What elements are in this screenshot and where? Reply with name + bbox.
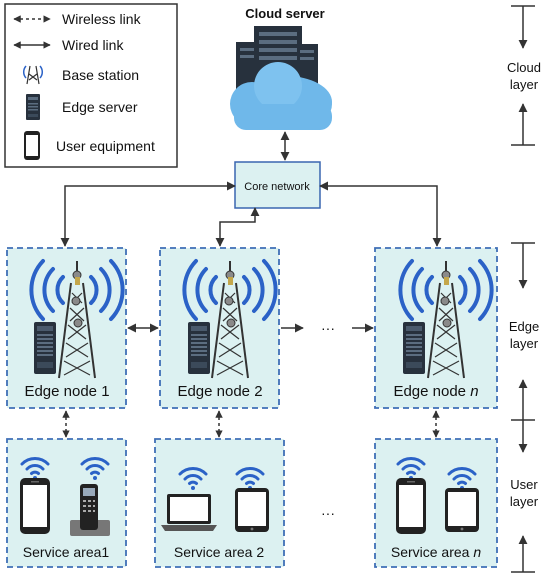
service-area-label-text: Service area 2 xyxy=(174,544,264,560)
service-area-2: Service area 2 xyxy=(154,438,285,568)
edge-node-label: Edge node n xyxy=(393,383,478,400)
core-network: Core network xyxy=(234,161,321,209)
edge-node-label-n: n xyxy=(470,383,478,400)
legend-base-station-label: Base station xyxy=(62,67,139,83)
edge-ellipsis: ··· xyxy=(321,320,335,336)
service-area-n: Service area n xyxy=(374,438,498,568)
edge-node-label: Edge node 1 xyxy=(24,383,109,400)
smartphone-icon xyxy=(20,478,50,534)
legend-user-equipment-label: User equipment xyxy=(56,138,155,154)
edge-layer-label-2: layer xyxy=(510,336,539,351)
core-edge1-link xyxy=(60,181,236,247)
service-area-label-text: Service area xyxy=(391,544,473,560)
legend: Wireless link Wired link Base station Ed… xyxy=(4,3,178,168)
core-edgen-link xyxy=(319,181,442,247)
edge-server-icon xyxy=(26,94,40,120)
cloud-layer-indicator: Cloud layer xyxy=(507,5,541,146)
service-area-label-n: n xyxy=(473,544,481,560)
user-layer-label-1: User xyxy=(510,477,538,492)
laptop-icon xyxy=(161,494,217,531)
service-ellipsis: ··· xyxy=(321,505,335,521)
cloud-server-icon xyxy=(230,26,332,130)
cloud-server: Cloud server xyxy=(230,6,332,130)
edge-server-icon xyxy=(188,322,210,374)
tablet-icon xyxy=(235,488,269,532)
service-area-label: Service area n xyxy=(391,544,481,560)
tablet-icon xyxy=(445,488,479,532)
edge-server-icon xyxy=(34,322,56,374)
edge-layer-label-1: Edge xyxy=(509,319,539,334)
edge-node-label: Edge node 2 xyxy=(177,383,262,400)
service-area-label: Service area1 xyxy=(23,544,110,560)
service-area-label-text: Service area1 xyxy=(23,544,110,560)
user-layer-label-2: layer xyxy=(510,494,539,509)
legend-wireless-label: Wireless link xyxy=(62,11,142,27)
cloud-server-title: Cloud server xyxy=(245,6,324,21)
edge-node-1: Edge node 1 xyxy=(6,247,127,409)
edge-node-label-text: Edge node 2 xyxy=(177,383,262,400)
edge-node-2: Edge node 2 xyxy=(159,247,280,409)
legend-edge-server-label: Edge server xyxy=(62,99,138,115)
edge-node-label-text: Edge node xyxy=(393,383,470,400)
user-equipment-icon xyxy=(24,131,40,160)
service-area-1: Service area1 xyxy=(6,438,127,568)
legend-wired-label: Wired link xyxy=(62,37,124,53)
cloud-layer-label-2: layer xyxy=(510,77,539,92)
user-layer-indicator: User layer xyxy=(510,420,539,573)
edge-server-icon xyxy=(403,322,425,374)
edge-layer-indicator: Edge layer xyxy=(509,242,539,421)
service-area-label: Service area 2 xyxy=(174,544,264,560)
core-network-label: Core network xyxy=(244,181,310,193)
edge-node-label-text: Edge node 1 xyxy=(24,383,109,400)
core-edge2-link xyxy=(215,207,260,247)
edge-node-n: Edge node n xyxy=(374,247,498,409)
cloud-layer-label-1: Cloud xyxy=(507,60,541,75)
cordless-phone-icon xyxy=(70,484,110,536)
smartphone-icon xyxy=(396,478,426,534)
